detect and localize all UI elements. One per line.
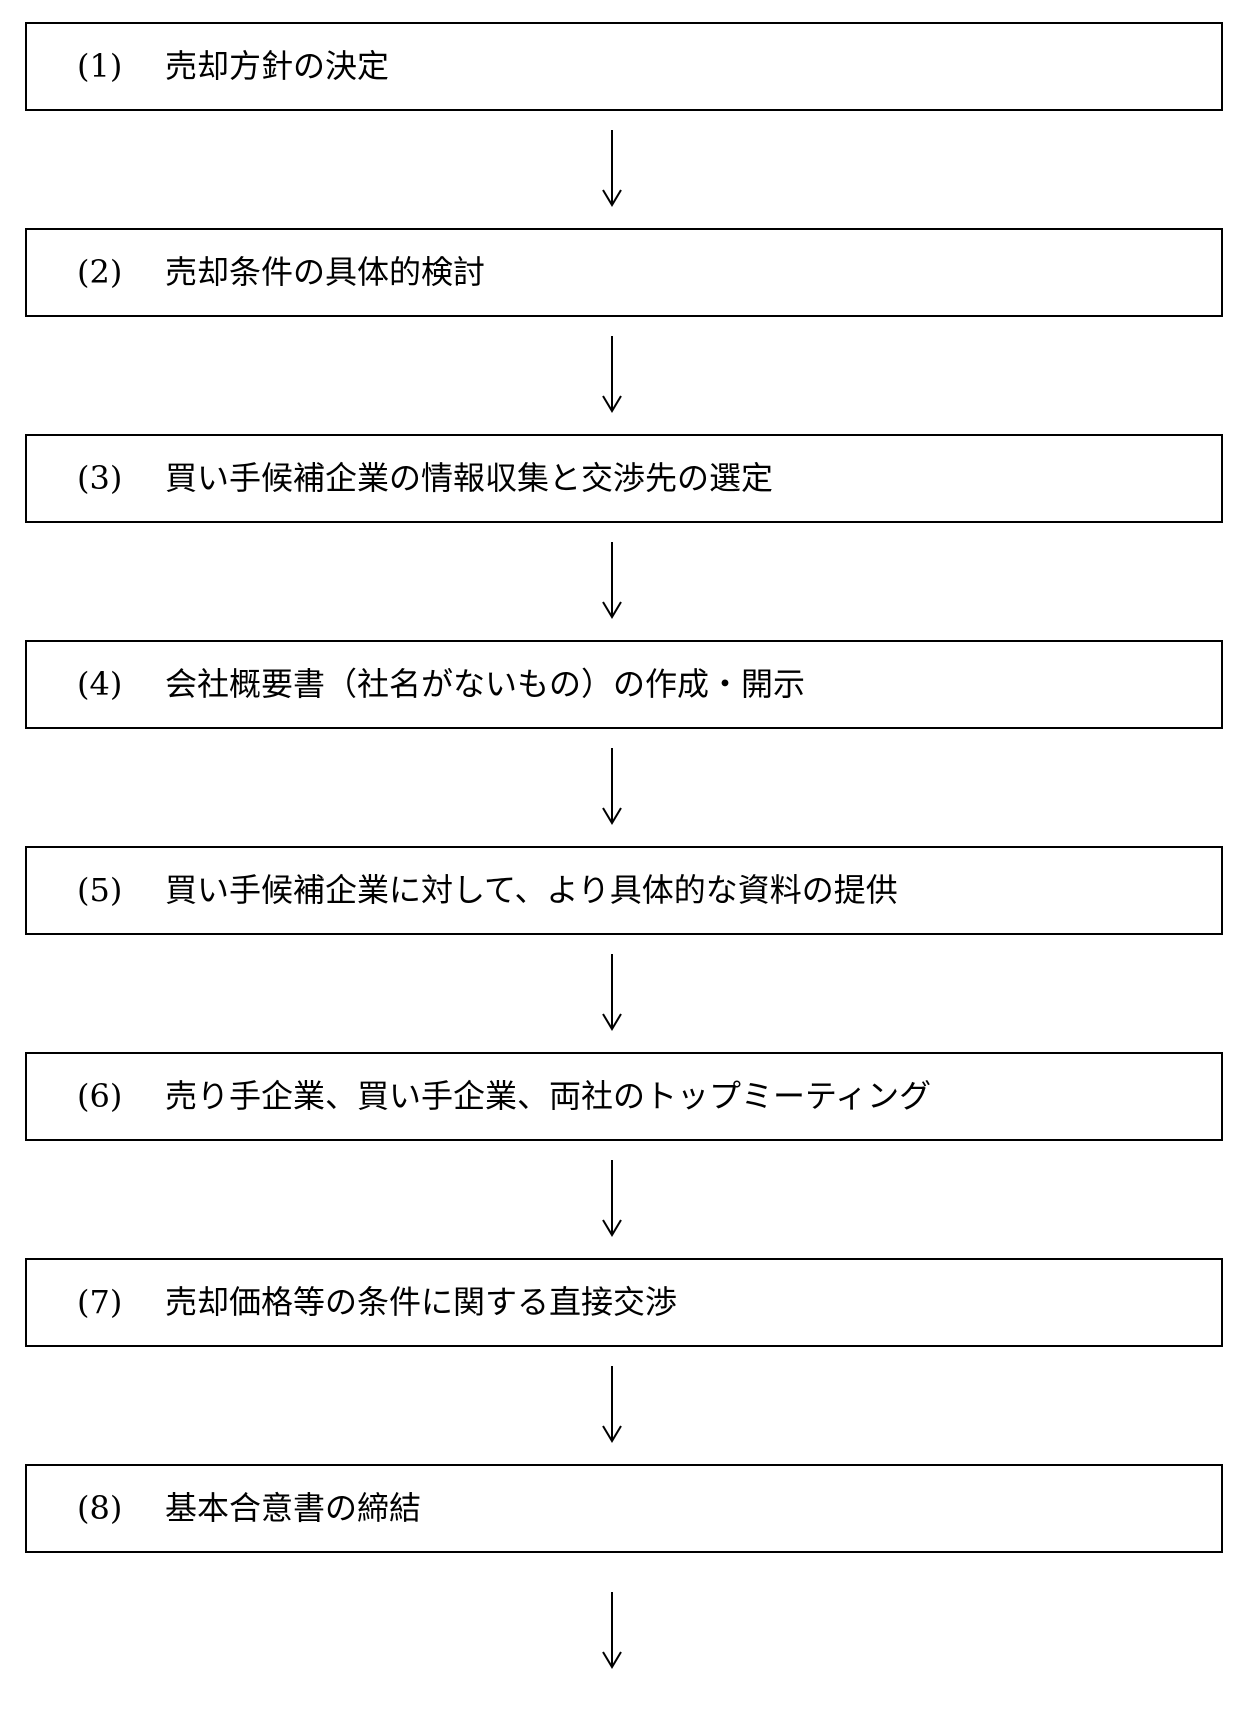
arrow-down-icon xyxy=(602,1160,622,1237)
step-4-box: (4) 会社概要書（社名がないもの）の作成・開示 xyxy=(25,640,1223,729)
step-1-number: (1) xyxy=(77,47,123,85)
step-7-label: 売却価格等の条件に関する直接交渉 xyxy=(165,1283,678,1321)
step-2-number: (2) xyxy=(77,253,123,291)
step-5-number: (5) xyxy=(77,871,123,909)
step-7-box: (7) 売却価格等の条件に関する直接交渉 xyxy=(25,1258,1223,1347)
step-6-label: 売り手企業、買い手企業、両社のトップミーティング xyxy=(165,1077,932,1115)
step-6-number: (6) xyxy=(77,1077,123,1115)
step-7-number: (7) xyxy=(77,1283,123,1321)
step-3-number: (3) xyxy=(77,459,123,497)
arrow-down-icon xyxy=(602,1592,622,1669)
step-8-label: 基本合意書の締結 xyxy=(165,1489,422,1527)
arrow-down-icon xyxy=(602,336,622,413)
arrow-down-icon xyxy=(602,1366,622,1443)
step-6-box: (6) 売り手企業、買い手企業、両社のトップミーティング xyxy=(25,1052,1223,1141)
step-1-box: (1) 売却方針の決定 xyxy=(25,22,1223,111)
arrow-down-icon xyxy=(602,130,622,207)
step-8-number: (8) xyxy=(77,1489,123,1527)
step-8-box: (8) 基本合意書の締結 xyxy=(25,1464,1223,1553)
step-4-number: (4) xyxy=(77,665,123,703)
step-5-box: (5) 買い手候補企業に対して、より具体的な資料の提供 xyxy=(25,846,1223,935)
step-1-label: 売却方針の決定 xyxy=(165,47,390,85)
step-5-label: 買い手候補企業に対して、より具体的な資料の提供 xyxy=(165,871,898,909)
step-2-label: 売却条件の具体的検討 xyxy=(165,253,486,291)
arrow-down-icon xyxy=(602,748,622,825)
step-3-label: 買い手候補企業の情報収集と交渉先の選定 xyxy=(165,459,774,497)
step-3-box: (3) 買い手候補企業の情報収集と交渉先の選定 xyxy=(25,434,1223,523)
step-2-box: (2) 売却条件の具体的検討 xyxy=(25,228,1223,317)
arrow-down-icon xyxy=(602,954,622,1031)
step-4-label: 会社概要書（社名がないもの）の作成・開示 xyxy=(165,665,806,703)
arrow-down-icon xyxy=(602,542,622,619)
